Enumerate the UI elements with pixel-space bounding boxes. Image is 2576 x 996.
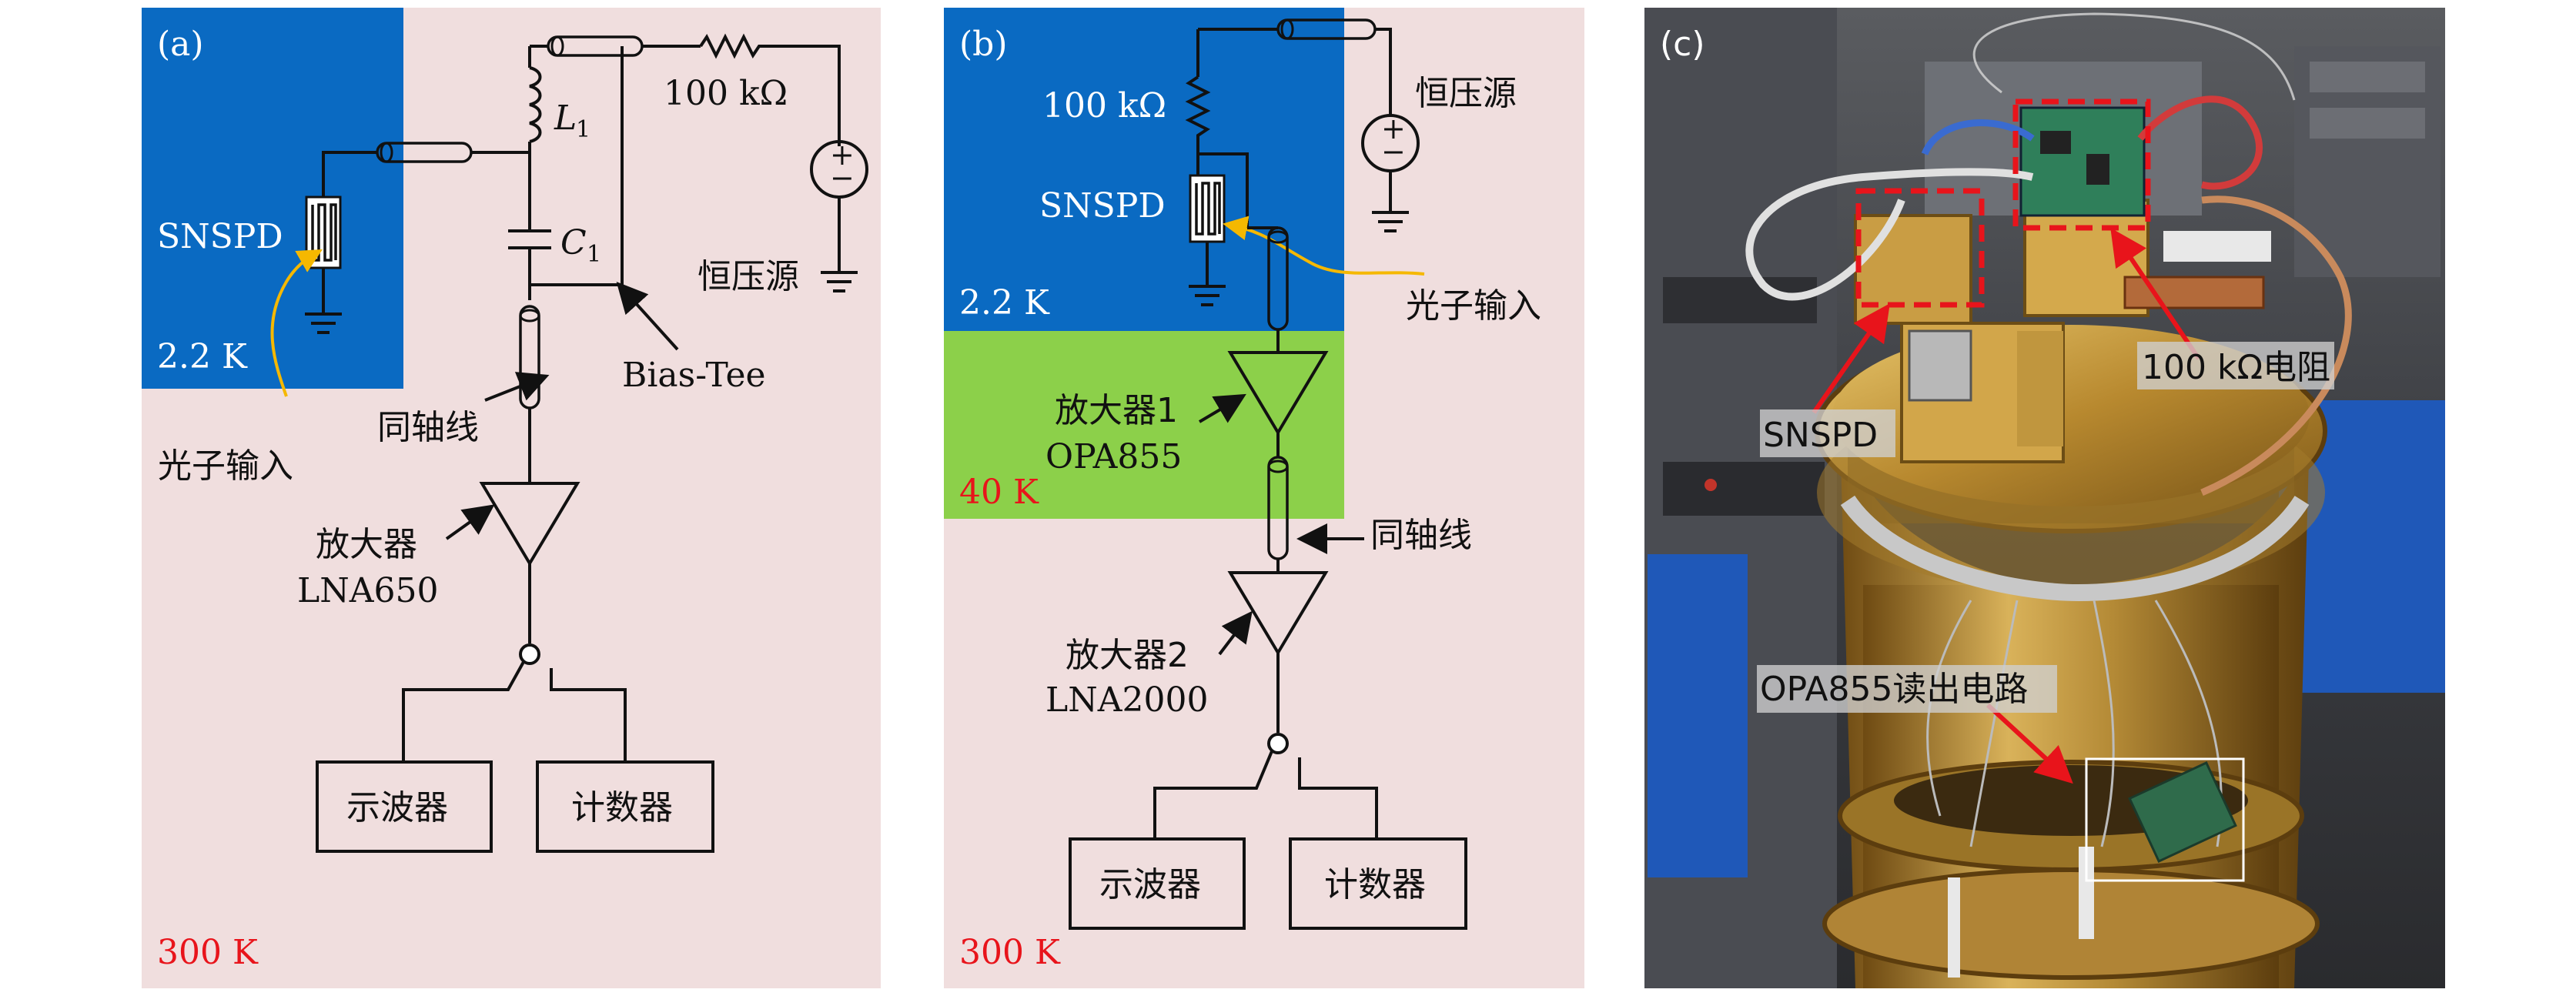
panel-a-source-ground-icon [821, 271, 858, 292]
panel-b-cold-zone [944, 8, 1344, 331]
panel-a-counter-box [536, 760, 714, 853]
panel-b-switch-icon [1153, 733, 1378, 839]
panel-b-cold-temp: 2.2 K [959, 283, 1050, 323]
panel-b-coax-label: 同轴线 [1370, 516, 1472, 555]
panel-a: (a) 2.2 K 300 K SNSPD 光子输入 L 1 [142, 8, 881, 988]
panel-a-resistor-icon [699, 33, 841, 146]
panel-c-snspd-label: SNSPD [1763, 416, 1878, 455]
panel-a-resistor-label: 100 kΩ [664, 74, 788, 113]
panel-a-scope-box [316, 760, 493, 853]
panel-b-photon-path [1223, 216, 1425, 276]
panel-b-mid-zone [944, 331, 1344, 519]
panel-b-photon-label: 光子输入 [1406, 286, 1541, 326]
panel-c-photo: 100 kΩ电阻 SNSPD OPA855读出电路 (c) [1644, 8, 2445, 988]
panel-a-switch-icon [402, 643, 627, 762]
panel-b-scope-label: 示波器 [1099, 865, 1201, 904]
panel-b-amp2-model: LNA2000 [1045, 680, 1208, 720]
panel-c-tag: (c) [1660, 25, 1705, 64]
panel-a-coax-label: 同轴线 [377, 408, 479, 447]
panel-b-resistor-label: 100 kΩ [1042, 86, 1166, 125]
panel-b-counter-box [1289, 837, 1467, 930]
panel-b-amp1-name: 放大器1 [1055, 391, 1178, 430]
panel-b-source-ground-icon [1372, 211, 1409, 232]
panel-a-source-label: 恒压源 [698, 257, 799, 296]
panel-a-photon-path [270, 249, 323, 397]
panel-a-amplifier-icon [479, 482, 580, 567]
panel-b-counter-label: 计数器 [1324, 865, 1426, 904]
svg-text:+: + [830, 138, 855, 172]
panel-b: (b) 2.2 K 40 K 300 K 100 kΩ SNSPD 光子输入 [944, 8, 1584, 988]
panel-a-voltage-source-icon: + − [810, 138, 868, 199]
panel-a-amp-name: 放大器 [316, 525, 417, 564]
panel-b-tag: (b) [959, 25, 1008, 64]
panel-a-ground-icon [305, 313, 342, 334]
panel-c-resistor-marker [2012, 99, 2151, 231]
panel-c-resistor-label: 100 kΩ电阻 [2142, 348, 2330, 387]
panel-a-snspd-label: SNSPD [157, 217, 283, 256]
panel-b-room-temp: 300 K [959, 933, 1061, 972]
svg-text:−: − [830, 161, 855, 195]
panel-b-source-label: 恒压源 [1415, 74, 1517, 113]
svg-text:+: + [1381, 112, 1406, 145]
panel-b-ground-icon [1189, 285, 1226, 306]
svg-text:−: − [1381, 135, 1406, 169]
panel-a-inductor-icon [529, 66, 542, 143]
panel-c-snspd-marker [1855, 188, 1985, 308]
panel-a-photon-label: 光子输入 [158, 446, 293, 486]
panel-b-resistor-icon [1185, 75, 1211, 175]
panel-b-snspd-meander-icon [1189, 174, 1226, 243]
panel-a-amp-model: LNA650 [297, 571, 438, 610]
panel-a-counter-label: 计数器 [571, 788, 673, 827]
panel-b-amp1-model: OPA855 [1045, 437, 1182, 476]
panel-c-readout-marker [2085, 757, 2245, 882]
panel-a-scope-label: 示波器 [346, 788, 448, 827]
panel-a-capacitor-sub: 1 [587, 241, 601, 268]
panel-a-tag: (a) [157, 25, 204, 64]
panel-a-room-temp: 300 K [157, 933, 259, 972]
panel-b-amp2-name: 放大器2 [1066, 636, 1189, 675]
panel-b-voltage-source-icon: + − [1361, 112, 1420, 172]
panel-b-mid-temp: 40 K [959, 473, 1039, 512]
panel-c-readout-label: OPA855读出电路 [1760, 670, 2028, 709]
panel-a-capacitor-label: C [560, 223, 587, 262]
panel-a-cold-temp: 2.2 K [157, 337, 248, 376]
panel-b-snspd-label: SNSPD [1039, 186, 1166, 226]
panel-a-inductor-sub: 1 [576, 116, 590, 143]
panel-b-amplifier1-icon [1227, 351, 1329, 436]
panel-b-amplifier2-icon [1227, 571, 1329, 656]
panel-b-scope-box [1069, 837, 1246, 930]
panel-a-inductor-label: L [554, 99, 577, 138]
panel-a-bias-tee-label: Bias-Tee [622, 356, 766, 395]
